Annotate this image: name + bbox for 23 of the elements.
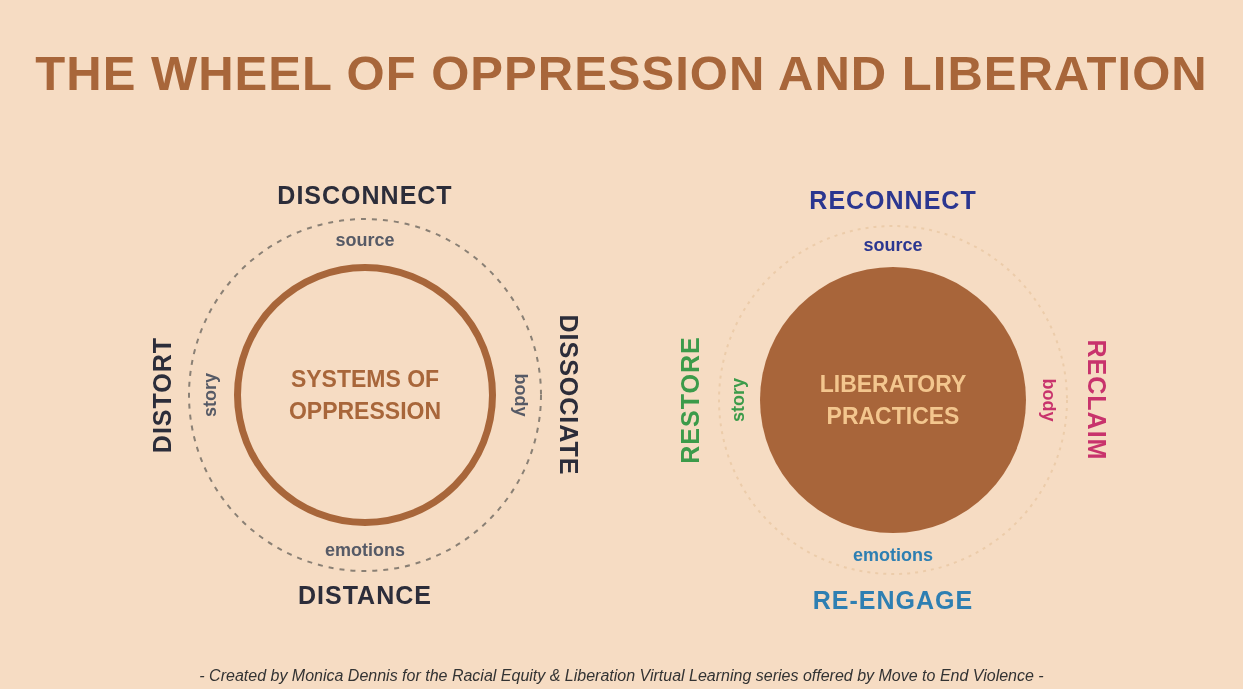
center-title: LIBERATORY PRACTICES bbox=[818, 369, 968, 431]
ring-label: source bbox=[335, 229, 395, 251]
ring-label: body bbox=[1037, 378, 1059, 422]
caption: - Created by Monica Dennis for the Racial Equity & Liberation Virtual Learning series offered by Move to End Violence - bbox=[198, 667, 1045, 685]
ring-label: story bbox=[199, 373, 221, 417]
center-title: SYSTEMS OF OPPRESSION bbox=[287, 364, 443, 426]
dashed-ring bbox=[187, 217, 543, 573]
wheel-label: RESTORE bbox=[675, 336, 705, 464]
wheel-label: DISTANCE bbox=[298, 580, 432, 610]
wheel-label: DISTORT bbox=[147, 336, 177, 454]
ring-label: emotions bbox=[325, 539, 405, 561]
center-circle bbox=[234, 264, 496, 526]
ring-label: body bbox=[509, 373, 531, 417]
ring-label: story bbox=[727, 378, 749, 422]
dashed-ring bbox=[717, 224, 1069, 576]
title: THE WHEEL OF OPPRESSION AND LIBERATION bbox=[34, 45, 1209, 101]
ring-label: emotions bbox=[853, 544, 933, 566]
wheel-label: DISSOCIATE bbox=[553, 314, 583, 476]
wheel-label: RECLAIM bbox=[1081, 339, 1111, 461]
wheel-label: DISCONNECT bbox=[277, 180, 453, 210]
ring-label: source bbox=[863, 234, 923, 256]
wheel-label: RE-ENGAGE bbox=[812, 585, 974, 615]
wheel-label: RECONNECT bbox=[809, 185, 977, 215]
